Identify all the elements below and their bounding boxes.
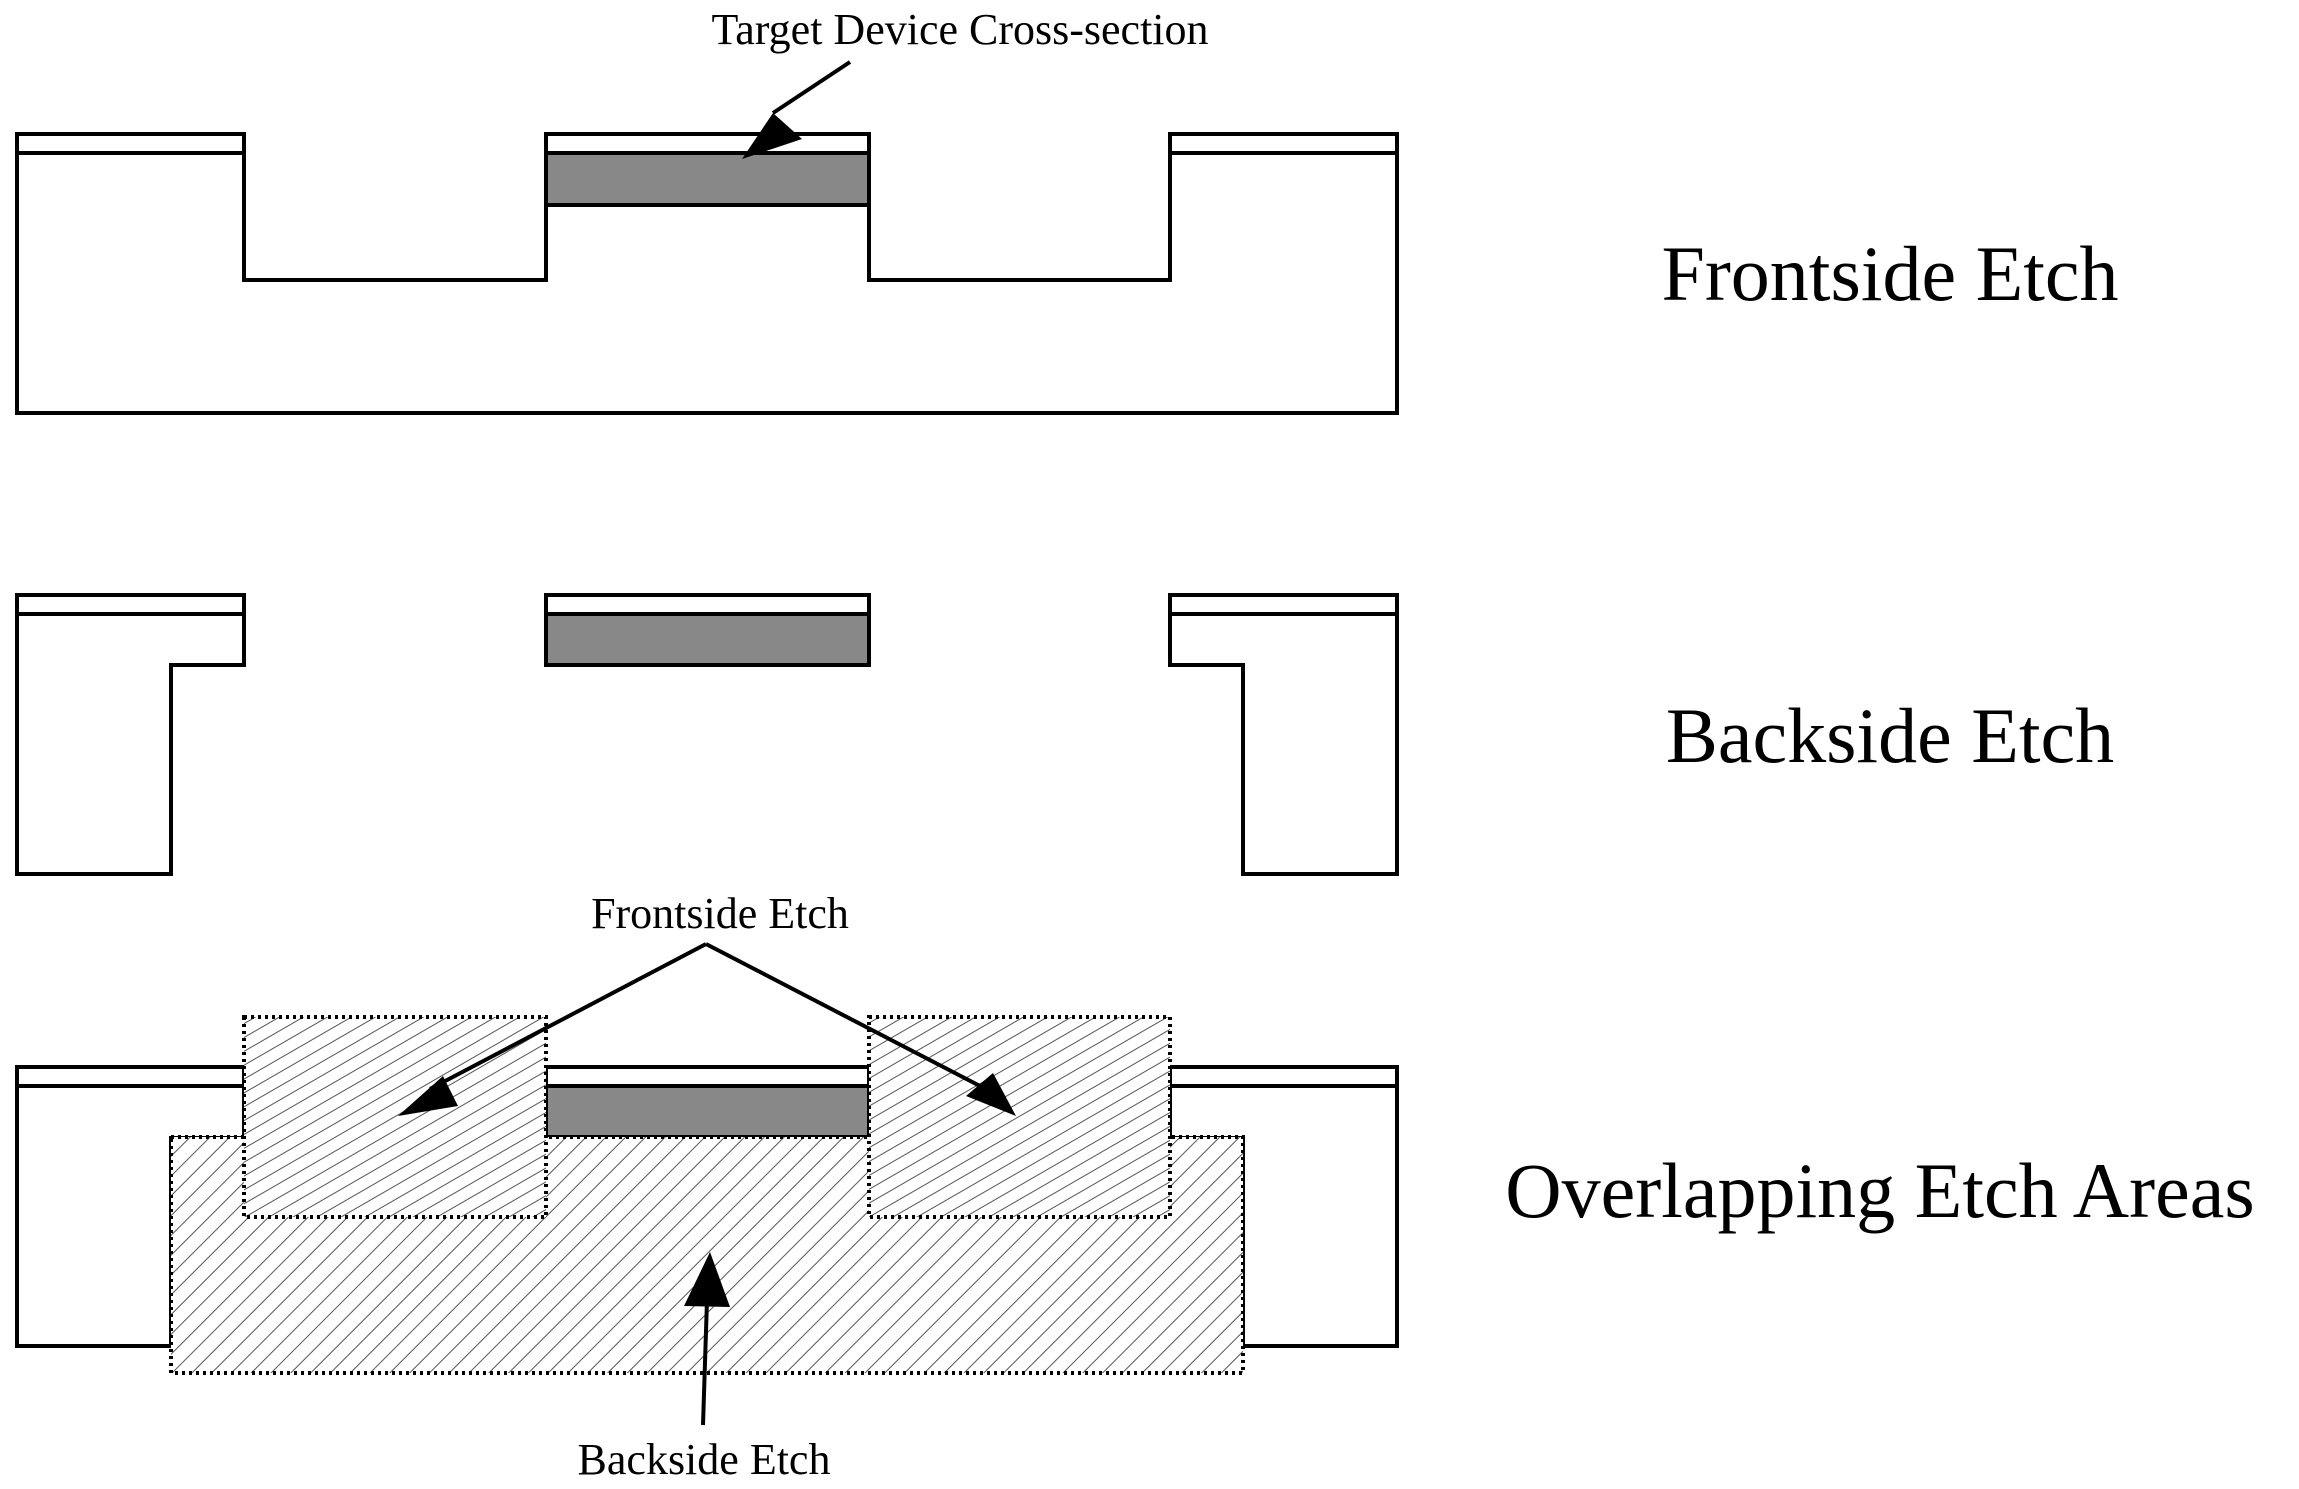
top-layer-right bbox=[1168, 593, 1399, 616]
backside-etch-arrowhead bbox=[684, 1252, 730, 1307]
frontside-etch-arrow-right bbox=[705, 942, 981, 1088]
top-layer-left bbox=[15, 1065, 246, 1088]
target-device bbox=[544, 151, 871, 207]
backside-etch-annotation: Backside Etch bbox=[578, 1435, 831, 1484]
backside-etch-title: Backside Etch bbox=[1666, 692, 2114, 779]
frontside-etch-panel: Target Device Cross-section Frontside Et… bbox=[15, 5, 2119, 415]
target-device-arrowhead bbox=[742, 113, 802, 159]
top-layer-right bbox=[1168, 1065, 1399, 1088]
top-layer-center bbox=[544, 1065, 871, 1088]
overlap-title: Overlapping Etch Areas bbox=[1505, 1147, 2254, 1234]
top-layer-center bbox=[544, 593, 871, 616]
wafer-profile-frontside bbox=[15, 151, 1399, 415]
target-device-arrow bbox=[771, 60, 852, 115]
frontside-etch-annotation: Frontside Etch bbox=[591, 889, 849, 938]
top-layer-left bbox=[15, 593, 246, 616]
target-device-label: Target Device Cross-section bbox=[711, 5, 1208, 54]
backside-etch-panel: Backside Etch bbox=[15, 593, 2114, 876]
top-layer-left bbox=[15, 132, 246, 155]
frontside-etch-region-left bbox=[242, 1015, 548, 1219]
top-layer-right bbox=[1168, 132, 1399, 155]
overlap-panel: Frontside Etch Backside Etch Overlapping… bbox=[15, 889, 2255, 1484]
frontside-etch-arrowhead-right bbox=[966, 1073, 1016, 1116]
frontside-etch-arrow-left bbox=[429, 942, 707, 1091]
target-device bbox=[544, 612, 871, 667]
backside-etch-arrow bbox=[701, 1299, 709, 1426]
top-layer-center bbox=[544, 132, 871, 155]
frontside-etch-region-right bbox=[867, 1015, 1172, 1219]
wafer-profile-backside-right bbox=[1168, 612, 1399, 876]
wafer-profile-backside-left bbox=[15, 612, 246, 876]
frontside-etch-title: Frontside Etch bbox=[1661, 230, 2118, 317]
frontside-etch-arrowhead-left bbox=[398, 1076, 458, 1116]
target-device bbox=[544, 1084, 871, 1139]
